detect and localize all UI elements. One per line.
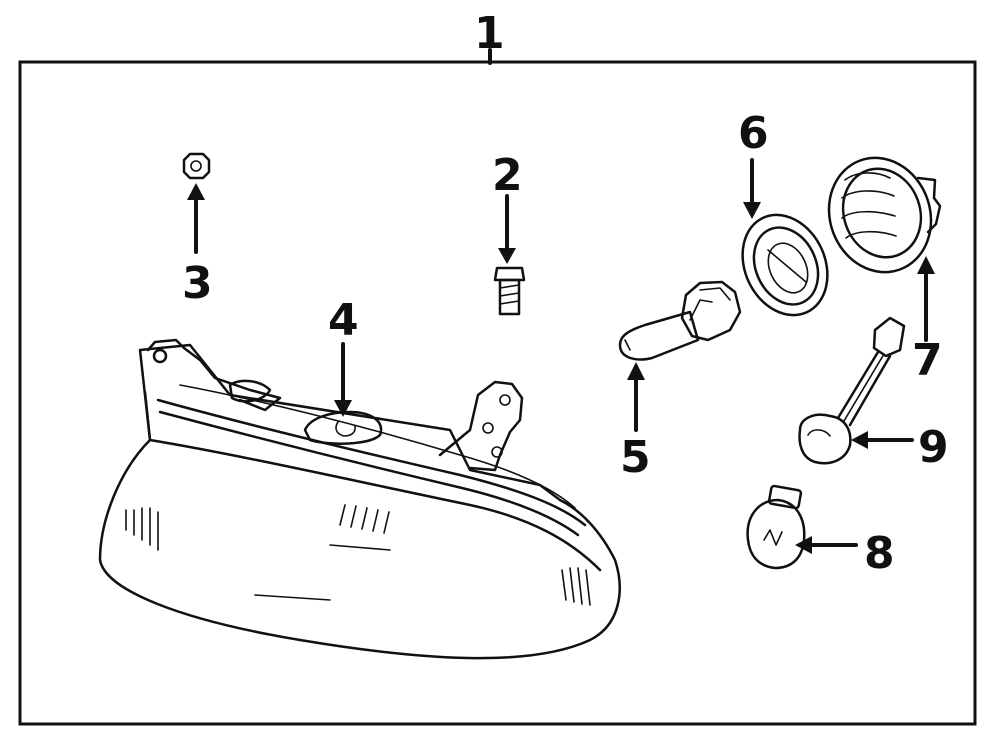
part-6-retainer-ring	[741, 213, 829, 317]
callout-1-label: 1	[474, 8, 505, 59]
callout-4-arrow	[334, 342, 352, 417]
callout-6-label: 6	[738, 108, 769, 159]
part-2-bolt	[493, 266, 526, 316]
callout-2-arrow	[498, 194, 516, 264]
part-9-bulb-socket	[798, 316, 906, 465]
part-7-dust-cover	[827, 156, 942, 274]
callout-7-arrow	[917, 256, 935, 342]
callout-9-arrow	[851, 431, 914, 449]
part-3-clip	[182, 152, 211, 180]
callout-6-arrow	[743, 158, 761, 219]
callout-3-arrow	[187, 183, 205, 254]
diagram-frame	[18, 60, 977, 726]
callout-8-label: 8	[864, 528, 895, 579]
callout-7-label: 7	[912, 335, 943, 386]
part-5-headlamp-bulb	[618, 280, 742, 361]
callout-2-label: 2	[492, 150, 523, 201]
callout-4-label: 4	[328, 295, 359, 346]
part-4-headlamp-assembly	[98, 338, 621, 660]
callout-3-label: 3	[182, 258, 213, 309]
callout-8-arrow	[795, 536, 858, 554]
callout-5-label: 5	[620, 432, 651, 483]
part-8-marker-bulb	[746, 484, 806, 570]
callout-5-arrow	[627, 362, 645, 432]
callout-9-label: 9	[918, 422, 949, 473]
